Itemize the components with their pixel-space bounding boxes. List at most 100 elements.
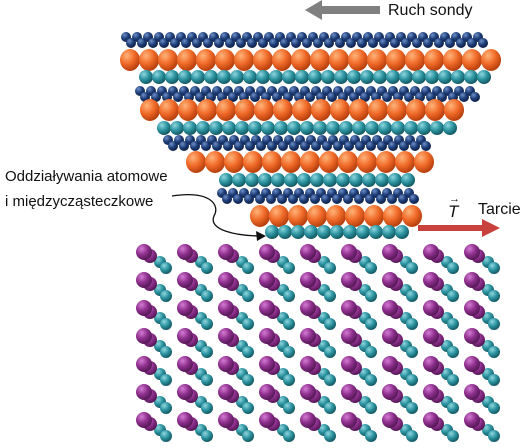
- teal-atom: [417, 121, 431, 135]
- teal-atom: [451, 70, 465, 84]
- orange-atom: [291, 49, 311, 71]
- purple-atom: [300, 244, 316, 260]
- teal-atom: [321, 70, 335, 84]
- teal-atom: [330, 225, 344, 239]
- teal-atom: [326, 121, 340, 135]
- orange-atom: [216, 99, 236, 121]
- orange-atom: [395, 151, 415, 173]
- teal-atom: [365, 346, 377, 358]
- teal-atom: [406, 402, 418, 414]
- teal-atom: [365, 121, 379, 135]
- purple-atom: [136, 244, 152, 260]
- orange-atom: [197, 99, 217, 121]
- orange-atom: [254, 99, 274, 121]
- orange-atom: [338, 151, 358, 173]
- teal-atom: [488, 430, 500, 442]
- teal-atom: [365, 262, 377, 274]
- purple-atom: [382, 412, 398, 428]
- teal-atom: [274, 121, 288, 135]
- orange-atom: [186, 151, 206, 173]
- purple-atom: [136, 384, 152, 400]
- teal-atom: [284, 173, 298, 187]
- purple-atom: [218, 328, 234, 344]
- teal-atom: [230, 70, 244, 84]
- teal-atom: [324, 290, 336, 302]
- purple-atom: [218, 384, 234, 400]
- orange-atom: [414, 151, 434, 173]
- teal-atom: [152, 70, 166, 84]
- teal-atom: [160, 290, 172, 302]
- teal-atom: [313, 121, 327, 135]
- purple-atom: [464, 244, 480, 260]
- orange-atom: [273, 99, 293, 121]
- orange-atom: [425, 99, 445, 121]
- purple-atom: [382, 300, 398, 316]
- teal-atom: [373, 70, 387, 84]
- purple-atom: [136, 300, 152, 316]
- teal-atom: [242, 402, 254, 414]
- teal-atom: [447, 402, 459, 414]
- teal-atom: [196, 121, 210, 135]
- teal-atom: [369, 225, 383, 239]
- purple-atom: [218, 300, 234, 316]
- teal-atom: [243, 70, 257, 84]
- purple-atom: [464, 412, 480, 428]
- teal-atom: [235, 121, 249, 135]
- orange-atom: [262, 151, 282, 173]
- teal-atom: [334, 70, 348, 84]
- teal-atom: [191, 70, 205, 84]
- teal-atom: [248, 121, 262, 135]
- teal-atom: [447, 262, 459, 274]
- teal-atom: [287, 121, 301, 135]
- orange-atom: [177, 49, 197, 71]
- orange-atom: [310, 49, 330, 71]
- purple-atom: [177, 300, 193, 316]
- teal-atom: [283, 290, 295, 302]
- purple-atom: [177, 412, 193, 428]
- surface-lattice: [136, 244, 500, 442]
- teal-atom: [265, 225, 279, 239]
- teal-atom: [291, 225, 305, 239]
- purple-atom: [218, 272, 234, 288]
- teal-atom: [232, 173, 246, 187]
- orange-atom: [224, 151, 244, 173]
- teal-atom: [283, 374, 295, 386]
- teal-atom: [406, 374, 418, 386]
- orange-atom: [330, 99, 350, 121]
- orange-atom: [196, 49, 216, 71]
- purple-atom: [136, 356, 152, 372]
- purple-atom: [464, 384, 480, 400]
- teal-atom: [447, 318, 459, 330]
- orange-atom: [140, 99, 160, 121]
- teal-atom: [352, 121, 366, 135]
- orange-atom: [253, 49, 273, 71]
- teal-atom: [217, 70, 231, 84]
- teal-atom: [347, 70, 361, 84]
- orange-atom: [326, 205, 346, 227]
- purple-atom: [423, 384, 439, 400]
- teal-atom: [365, 430, 377, 442]
- teal-atom: [477, 70, 491, 84]
- teal-atom: [297, 173, 311, 187]
- orange-atom: [462, 49, 482, 71]
- teal-atom: [242, 290, 254, 302]
- teal-atom: [295, 70, 309, 84]
- teal-atom: [201, 318, 213, 330]
- orange-atom: [402, 205, 422, 227]
- probe-motion-arrow-icon: [305, 0, 380, 20]
- teal-atom: [430, 121, 444, 135]
- purple-atom: [259, 244, 275, 260]
- orange-atom: [367, 49, 387, 71]
- purple-atom: [341, 328, 357, 344]
- orange-atom: [376, 151, 396, 173]
- teal-atom: [324, 374, 336, 386]
- purple-atom: [259, 356, 275, 372]
- orange-atom: [364, 205, 384, 227]
- teal-atom: [406, 262, 418, 274]
- teal-atom: [324, 402, 336, 414]
- teal-atom: [201, 346, 213, 358]
- interaction-label: Oddziaływania atomowe i międzycząsteczko…: [5, 164, 168, 214]
- teal-atom: [242, 318, 254, 330]
- teal-atom: [283, 430, 295, 442]
